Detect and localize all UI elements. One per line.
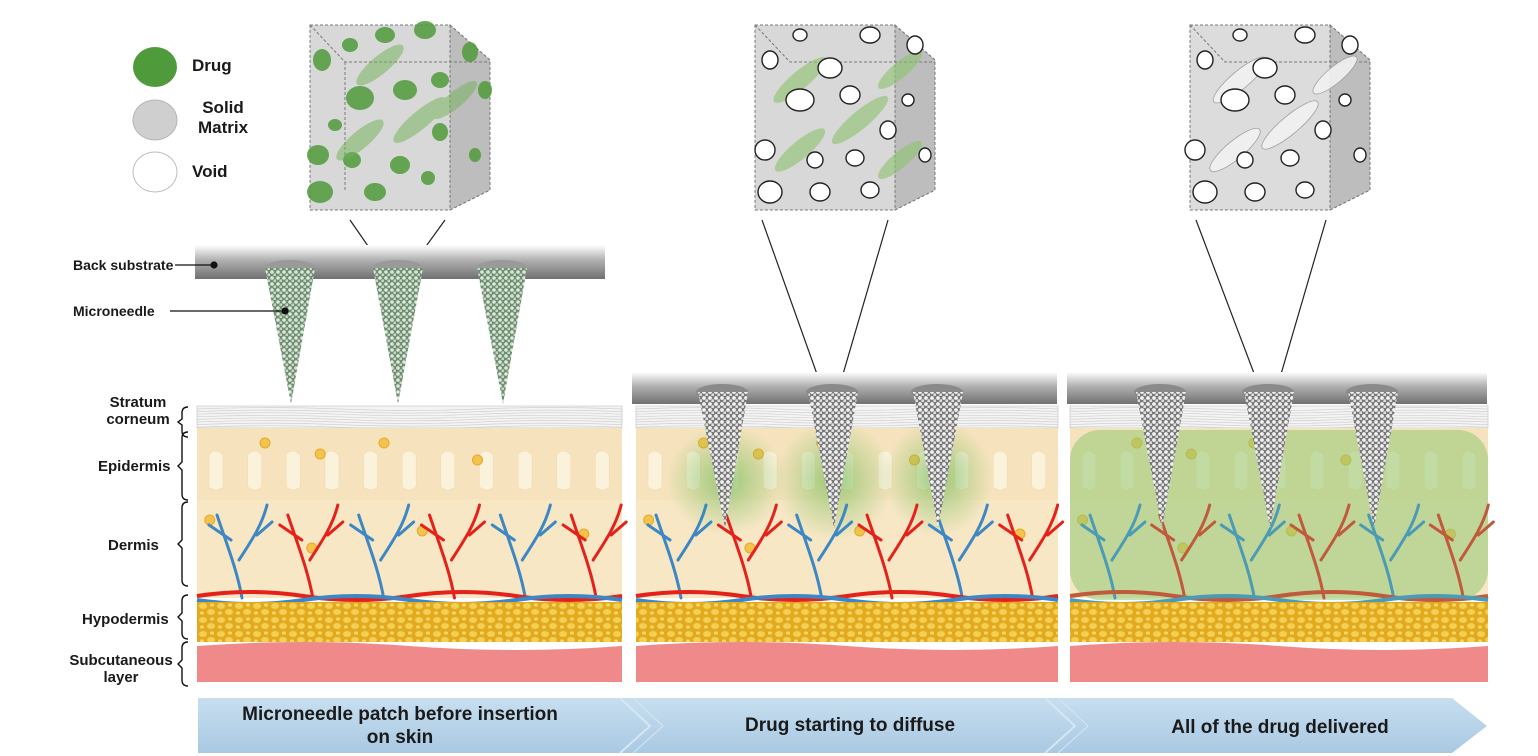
- progress-arrow: [198, 697, 1487, 754]
- legend-matrix-swatch: [132, 99, 178, 141]
- layer-label-stratum-corneum: Stratum corneum: [106, 394, 170, 428]
- legend: [132, 47, 178, 193]
- blood-vessel: [927, 503, 994, 600]
- layer-label-hypodermis: Hypodermis: [82, 611, 169, 628]
- stratum-corneum-layer: [196, 405, 623, 429]
- legend-label-void: Void: [192, 162, 228, 181]
- cube-drug-delivered: [1184, 23, 1371, 211]
- subcutaneous-layer: [636, 642, 1058, 682]
- cube-drug-filled: [307, 21, 492, 211]
- blood-vessel: [1150, 503, 1217, 600]
- hypodermis-layer: [636, 602, 1058, 642]
- layer-label-dermis: Dermis: [108, 537, 159, 554]
- blood-vessel: [1428, 503, 1495, 600]
- blood-vessel: [787, 503, 854, 600]
- skin-panel: [196, 405, 628, 682]
- stage-caption-diffusing: Drug starting to diffuse: [744, 715, 956, 736]
- blood-vessel: [349, 503, 416, 600]
- legend-label-drug: Drug: [192, 56, 232, 75]
- cube-partial-diffusion: [754, 23, 936, 211]
- blood-vessel: [207, 503, 274, 600]
- legend-void-swatch: [132, 151, 178, 193]
- microneedle-label: Microneedle: [73, 303, 155, 319]
- label-pointers: [170, 261, 289, 315]
- subcutaneous-layer: [197, 642, 622, 682]
- blood-vessel: [278, 503, 345, 600]
- hypodermis-layer: [1070, 602, 1488, 642]
- blood-vessel: [998, 503, 1065, 600]
- dermis-layer: [197, 500, 622, 598]
- layer-label-epidermis: Epidermis: [98, 458, 171, 475]
- blood-vessel: [857, 503, 924, 600]
- panel-before-insertion: [195, 245, 605, 404]
- panel-diffusing-patch: [632, 372, 1057, 528]
- legend-drug-swatch: [133, 47, 177, 87]
- blood-vessel: [1289, 503, 1356, 600]
- artery: [635, 590, 1059, 602]
- stage-caption-before-insertion: Microneedle patch before insertion on sk…: [242, 704, 558, 748]
- blood-vessel: [561, 503, 628, 600]
- microneedle: [264, 260, 528, 404]
- layer-brackets: [176, 406, 189, 687]
- legend-label-matrix: Solid Matrix: [197, 98, 249, 137]
- blood-vessel: [1359, 503, 1426, 600]
- stage-caption-delivered: All of the drug delivered: [1171, 717, 1389, 738]
- hypodermis-layer: [197, 602, 622, 642]
- blood-vessel: [490, 503, 557, 600]
- blood-vessel: [716, 503, 783, 600]
- blood-vessel: [420, 503, 486, 600]
- blood-vessel: [1080, 503, 1147, 600]
- blood-vessel: [646, 503, 713, 600]
- panel-delivered-patch: [1067, 372, 1487, 528]
- back-substrate-label: Back substrate: [73, 257, 174, 273]
- skin-panel: [635, 405, 1065, 682]
- artery: [196, 590, 623, 602]
- blood-vessel: [1219, 503, 1286, 600]
- subcutaneous-layer: [1070, 642, 1488, 682]
- layer-label-subcutaneous: Subcutaneous layer: [69, 652, 173, 686]
- artery: [1069, 590, 1489, 602]
